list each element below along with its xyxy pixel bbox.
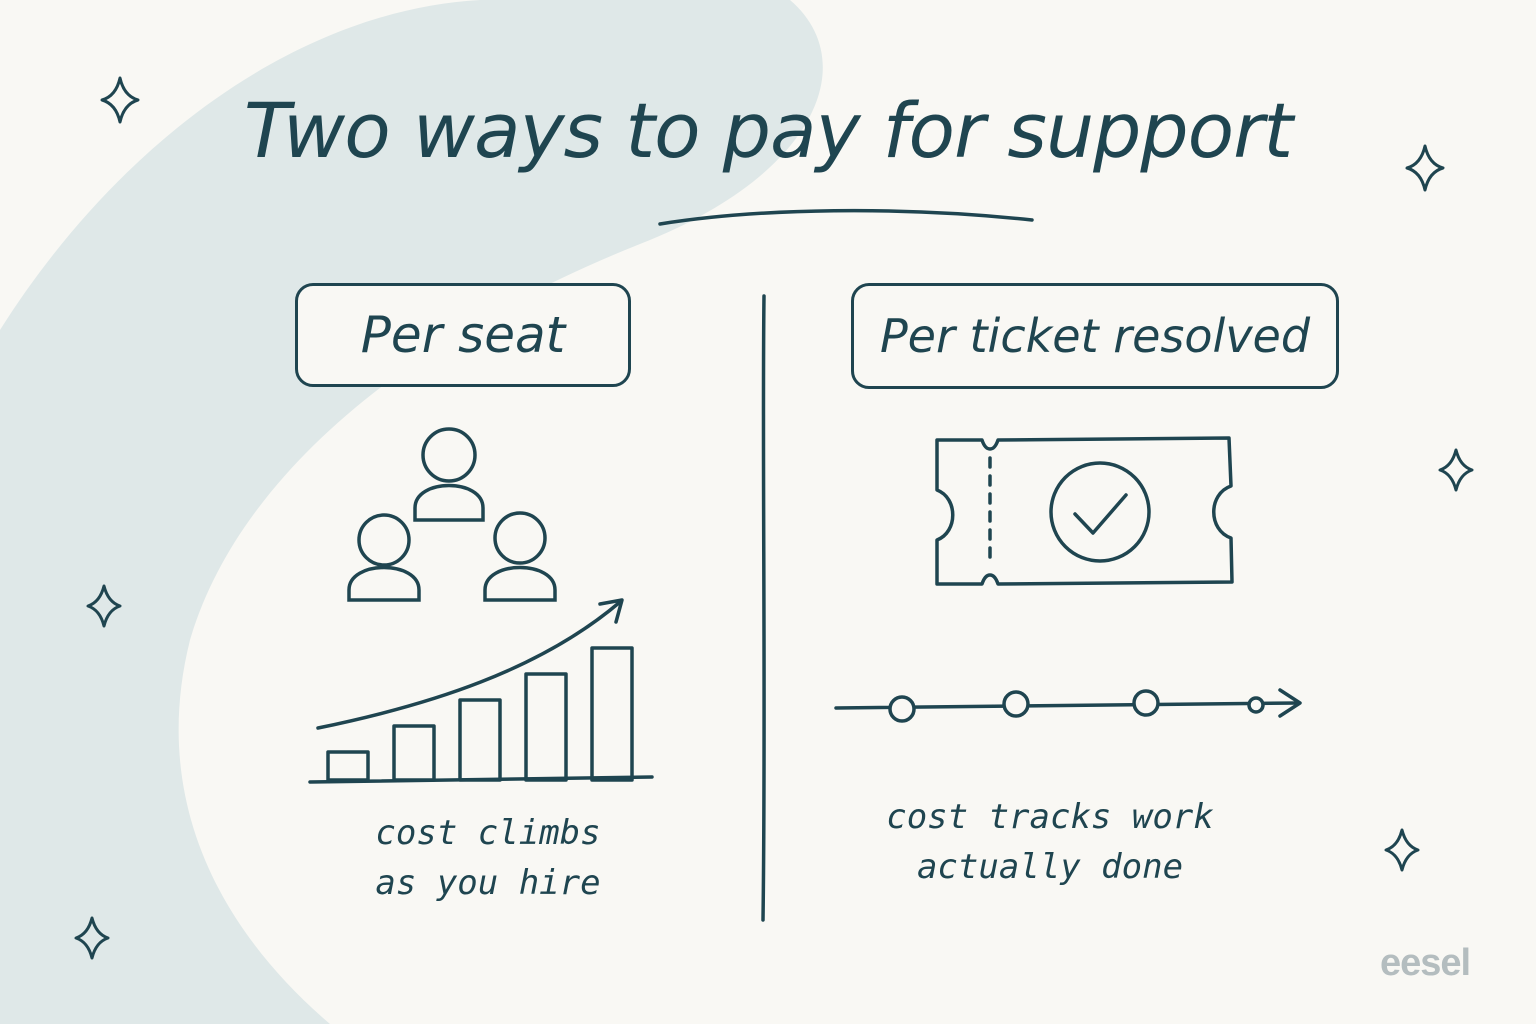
brand-logo: eesel [1380, 942, 1471, 984]
chart-bar [392, 724, 436, 782]
chart-bar [590, 646, 634, 782]
title-underline [658, 208, 1034, 226]
sparkle-icon [86, 584, 122, 628]
chart-bar [458, 698, 502, 782]
per-seat-caption-line2: as you hire [375, 863, 601, 903]
sparkle-icon [1405, 144, 1445, 192]
chart-bar [326, 750, 370, 782]
per-seat-label: Per seat [295, 283, 631, 387]
ticket-check-icon [935, 436, 1234, 586]
trend-arrow [316, 600, 622, 730]
timeline-arrow-icon [834, 688, 1302, 723]
per-ticket-caption: cost tracks work actually done [860, 792, 1240, 892]
sparkle-icon [100, 76, 140, 124]
sparkle-icons [74, 76, 1474, 960]
sparkle-icon [1438, 448, 1474, 492]
page-title: Two ways to pay for support [243, 86, 1293, 175]
per-ticket-label-text: Per ticket resolved [879, 309, 1311, 363]
per-ticket-caption-line1: cost tracks work [886, 797, 1214, 837]
chart-bar [524, 672, 568, 782]
per-ticket-caption-line2: actually done [916, 847, 1184, 887]
rising-bar-chart-icon [308, 598, 654, 784]
trend-arrowhead [598, 598, 624, 624]
sparkle-icon [74, 916, 110, 960]
per-seat-caption-line1: cost climbs [375, 813, 601, 853]
per-ticket-label: Per ticket resolved [851, 283, 1339, 389]
center-divider [761, 294, 766, 922]
people-group-icon [347, 427, 557, 602]
sparkle-icon [1384, 828, 1420, 872]
per-seat-caption: cost climbs as you hire [338, 808, 638, 908]
per-seat-label-text: Per seat [360, 306, 566, 364]
background-blob [0, 0, 823, 1024]
